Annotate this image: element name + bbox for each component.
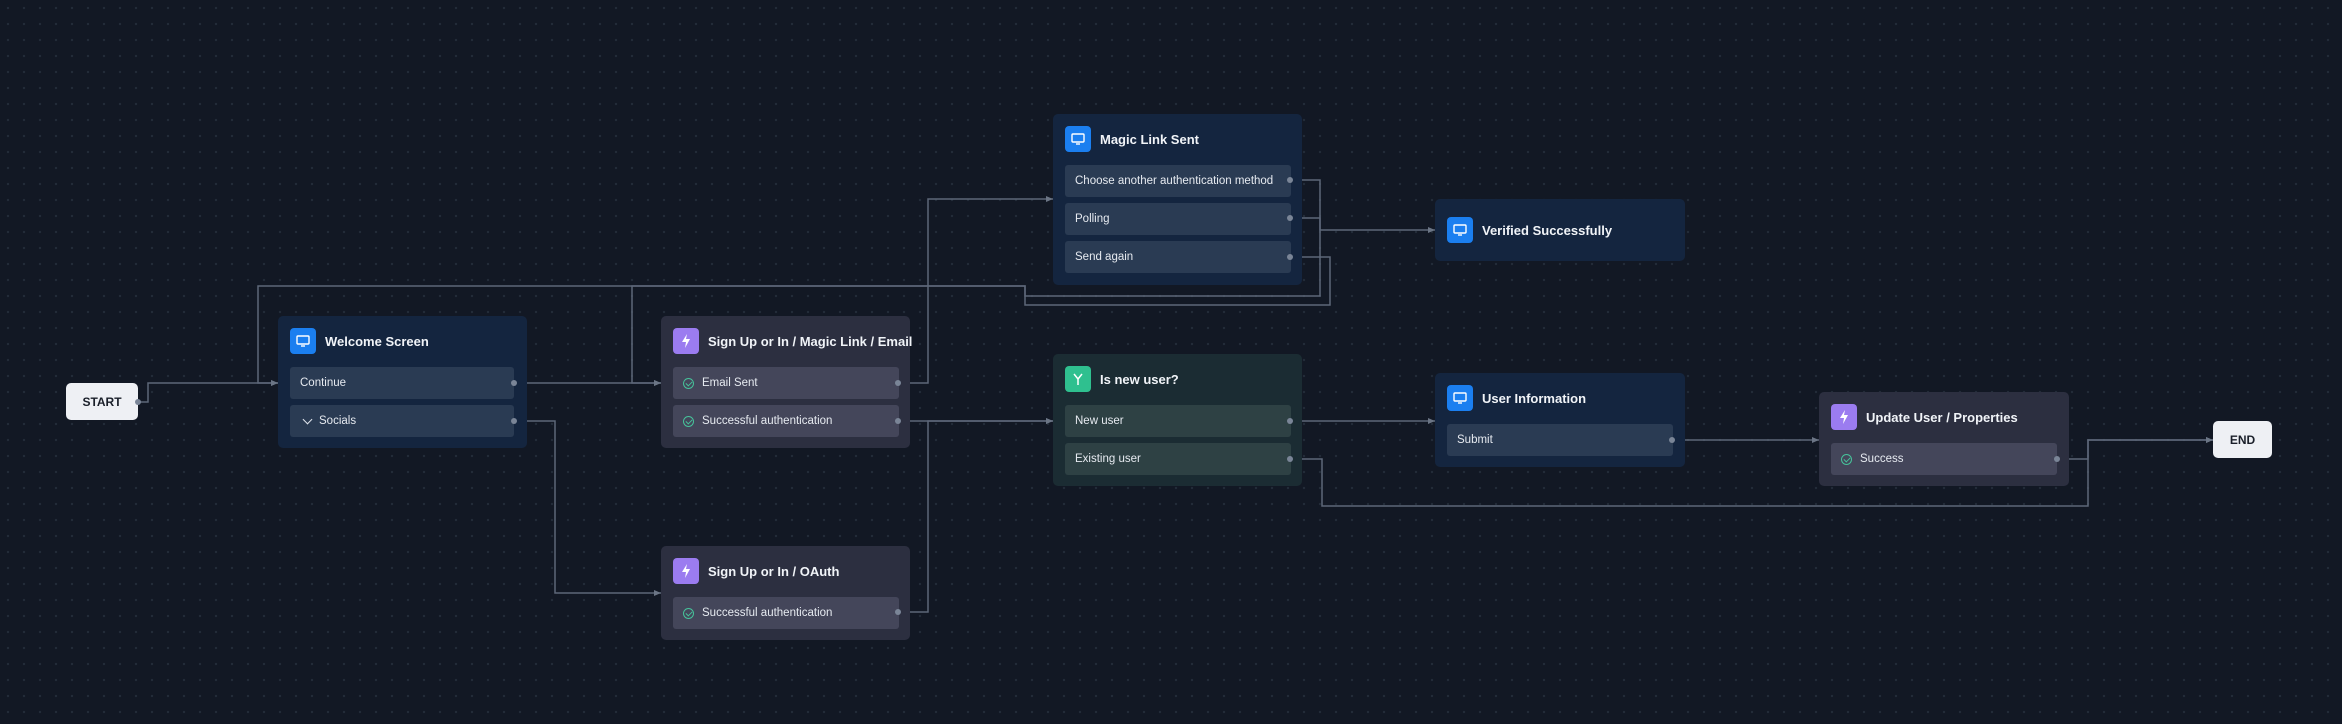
port-polling[interactable] [1287, 215, 1293, 221]
row-label: Polling [1075, 213, 1110, 225]
row-label: Email Sent [702, 377, 758, 389]
edge-polling-verified [1290, 217, 1435, 233]
row-label: Send again [1075, 251, 1134, 263]
polling-row[interactable]: Polling [1065, 203, 1291, 235]
row-label: Choose another authentication method [1075, 175, 1274, 187]
row-label: Existing user [1075, 453, 1141, 465]
magic-link-sent-node[interactable]: Magic Link Sent Choose another authentic… [1053, 114, 1302, 285]
row-label: New user [1075, 415, 1124, 427]
submit-row[interactable]: Submit [1447, 424, 1673, 456]
row-label: Submit [1457, 434, 1493, 446]
user-information-node[interactable]: User Information Submit [1435, 373, 1685, 467]
row-label: Success [1860, 453, 1904, 465]
port-existing-user[interactable] [1287, 456, 1293, 462]
branch-icon [1065, 366, 1091, 392]
node-title: Update User / Properties [1866, 409, 2018, 425]
oauth-node[interactable]: Sign Up or In / OAuth Successful authent… [661, 546, 910, 640]
port-continue[interactable] [511, 380, 517, 386]
row-label: Socials [319, 415, 357, 427]
port-new-user[interactable] [1287, 418, 1293, 424]
edge-emailsent-magiclink [898, 196, 1053, 384]
new-user-row[interactable]: New user [1065, 405, 1291, 437]
verified-successfully-node[interactable]: Verified Successfully [1435, 199, 1685, 261]
check-circle-icon [1841, 453, 1852, 465]
row-label: Continue [300, 377, 347, 389]
update-success-row[interactable]: Success [1831, 443, 2057, 475]
edge-start-welcome [138, 380, 278, 403]
port-email-sent[interactable] [895, 380, 901, 386]
send-again-row[interactable]: Send again [1065, 241, 1291, 273]
magic-link-email-node[interactable]: Sign Up or In / Magic Link / Email Email… [661, 316, 913, 448]
monitor-icon [1447, 217, 1473, 243]
node-title: Magic Link Sent [1100, 131, 1199, 147]
monitor-icon [290, 328, 316, 354]
port-send-again[interactable] [1287, 254, 1293, 260]
port-oauth-success[interactable] [895, 609, 901, 615]
welcome-screen-node[interactable]: Welcome Screen Continue Socials [278, 316, 527, 448]
end-node[interactable]: END [2213, 421, 2272, 458]
edge-sendagain-email [631, 256, 1331, 386]
node-title: Is new user? [1100, 371, 1179, 387]
edge-existing-end [1290, 437, 2213, 507]
lightning-icon [673, 558, 699, 584]
is-new-user-node[interactable]: Is new user? New user Existing user [1053, 354, 1302, 486]
start-node[interactable]: START [66, 383, 138, 420]
port-successful-auth[interactable] [895, 418, 901, 424]
node-title: User Information [1482, 390, 1587, 406]
lightning-icon [1831, 404, 1857, 430]
continue-row[interactable]: Continue [290, 367, 514, 399]
row-label: Successful authentication [702, 415, 833, 427]
socials-row[interactable]: Socials [290, 405, 514, 437]
edge-oauth-isnew [898, 418, 1053, 613]
port-socials[interactable] [511, 418, 517, 424]
check-circle-icon [683, 415, 694, 427]
node-title: Verified Successfully [1482, 222, 1613, 238]
port-start[interactable] [135, 399, 141, 405]
port-update-success[interactable] [2054, 456, 2060, 462]
check-circle-icon [683, 607, 694, 619]
node-title: Welcome Screen [325, 333, 429, 349]
choose-another-method-row[interactable]: Choose another authentication method [1065, 165, 1291, 197]
email-sent-row[interactable]: Email Sent [673, 367, 899, 399]
monitor-icon [1065, 126, 1091, 152]
update-user-node[interactable]: Update User / Properties Success [1819, 392, 2069, 486]
monitor-icon [1447, 385, 1473, 411]
edge-socials-oauth [514, 420, 661, 596]
edge-success-end [2057, 437, 2213, 460]
node-title: Sign Up or In / OAuth [708, 563, 840, 579]
successful-auth-row[interactable]: Successful authentication [673, 405, 899, 437]
port-choose-another[interactable] [1287, 177, 1293, 183]
port-submit[interactable] [1669, 437, 1675, 443]
oauth-success-row[interactable]: Successful authentication [673, 597, 899, 629]
existing-user-row[interactable]: Existing user [1065, 443, 1291, 475]
check-circle-icon [683, 377, 694, 389]
lightning-icon [673, 328, 699, 354]
row-label: Successful authentication [702, 607, 833, 619]
chevron-down-icon [302, 414, 313, 424]
node-title: Sign Up or In / Magic Link / Email [708, 333, 913, 349]
